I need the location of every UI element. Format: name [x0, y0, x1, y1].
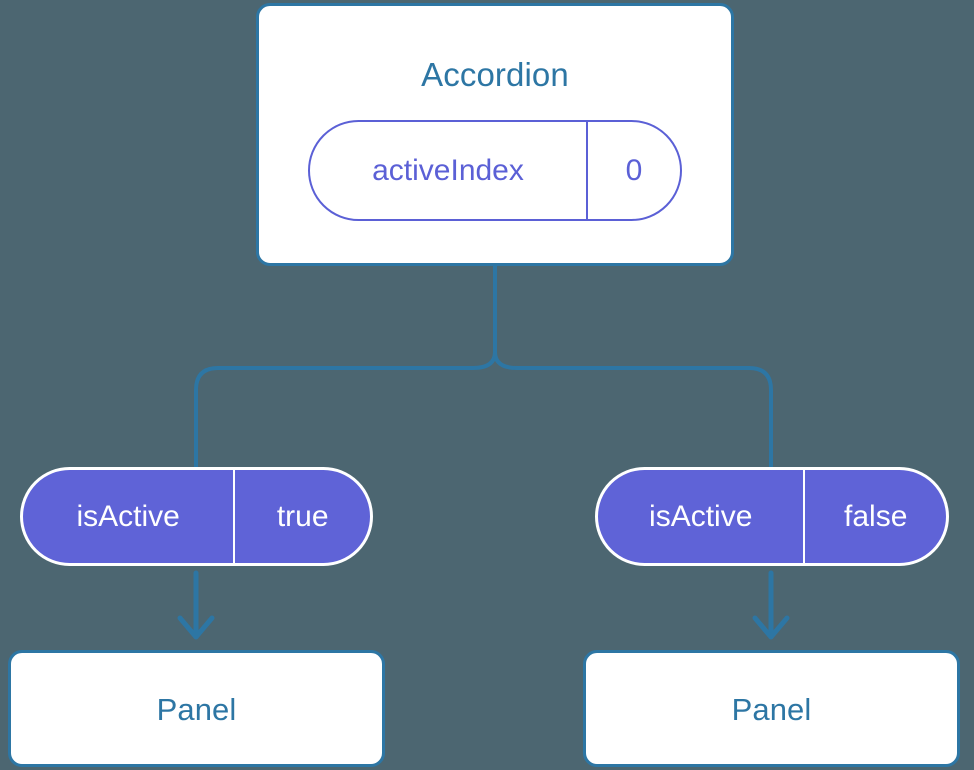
component-card-panel-right[interactable]: Panel: [583, 650, 960, 767]
state-pill-value: 0: [586, 122, 680, 219]
connector-branch-right: [493, 350, 773, 470]
prop-pill-key: isActive: [76, 499, 180, 533]
state-pill-active-index[interactable]: activeIndex 0: [308, 120, 682, 221]
prop-pill-is-active-true[interactable]: isActive true: [20, 467, 373, 566]
component-title-panel: Panel: [156, 692, 237, 727]
component-title-panel: Panel: [731, 692, 812, 727]
component-title-accordion: Accordion: [421, 56, 569, 93]
component-card-panel-left[interactable]: Panel: [8, 650, 385, 767]
state-pill-key: activeIndex: [372, 153, 524, 187]
arrow-right-head-icon: [752, 615, 790, 640]
arrow-left-head-icon: [177, 615, 215, 640]
prop-pill-key: isActive: [649, 499, 753, 533]
connector-branch-left: [194, 350, 497, 470]
prop-pill-value: true: [233, 470, 370, 563]
prop-pill-value: false: [803, 470, 946, 563]
prop-pill-is-active-false[interactable]: isActive false: [595, 467, 949, 566]
